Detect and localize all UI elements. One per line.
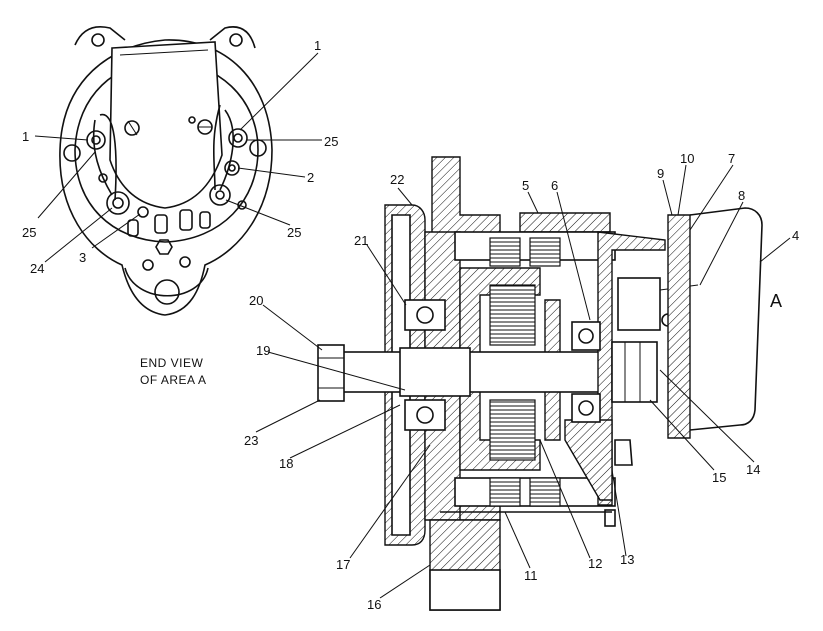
callout-labels: 1 1 25 2 25 24 3 25 22 5 6 9 10 7 8 4 21… (22, 38, 799, 612)
callout-15: 15 (712, 470, 726, 485)
callout-4: 4 (792, 228, 799, 243)
end-view-caption-line2: OF AREA A (140, 373, 207, 387)
callout-10: 10 (680, 151, 694, 166)
callout-21: 21 (354, 233, 368, 248)
callout-11: 11 (524, 568, 538, 583)
callout-25-bottom: 25 (287, 225, 301, 240)
callout-24: 24 (30, 261, 44, 276)
callout-20: 20 (249, 293, 263, 308)
callout-22: 22 (390, 172, 404, 187)
callout-23: 23 (244, 433, 258, 448)
end-view-drawing (59, 26, 273, 316)
callout-2: 2 (307, 170, 314, 185)
callout-13: 13 (620, 552, 634, 567)
callout-6: 6 (551, 178, 558, 193)
leader-lines (34, 52, 791, 599)
callout-9: 9 (657, 166, 664, 181)
area-a-label: A (770, 291, 782, 311)
callout-8: 8 (738, 188, 745, 203)
callout-18: 18 (279, 456, 293, 471)
callout-17: 17 (336, 557, 350, 572)
callout-14: 14 (746, 462, 760, 477)
end-view-caption-line1: END VIEW (140, 356, 204, 370)
callout-25-left: 25 (22, 225, 36, 240)
section-view-drawing (317, 156, 763, 611)
callout-19: 19 (256, 343, 270, 358)
callout-12: 12 (588, 556, 602, 571)
callout-1-left: 1 (22, 129, 29, 144)
callout-7: 7 (728, 151, 735, 166)
callout-5: 5 (522, 178, 529, 193)
callout-16: 16 (367, 597, 381, 612)
callout-25-right: 25 (324, 134, 338, 149)
callout-1-right: 1 (314, 38, 321, 53)
callout-3: 3 (79, 250, 86, 265)
